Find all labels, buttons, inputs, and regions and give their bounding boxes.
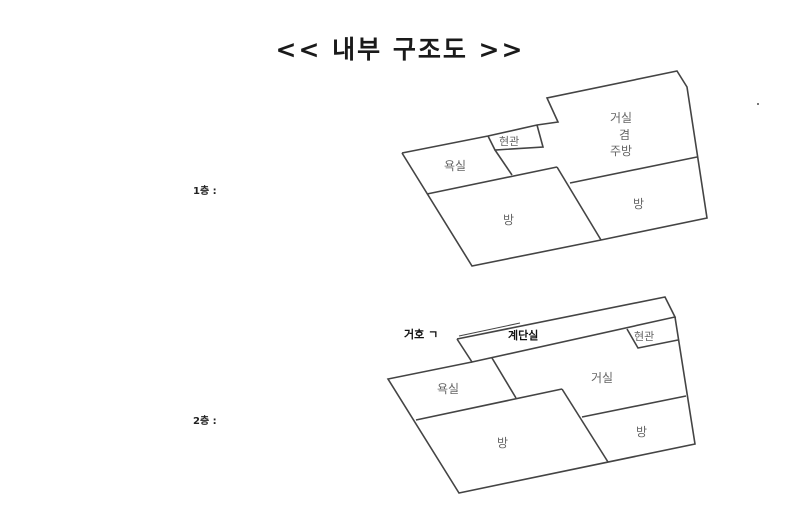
floor-1-entrance-label: 현관 <box>499 135 519 148</box>
floor-1-living-label-3: 주방 <box>610 144 632 158</box>
floor-2-stairwell-label: 계단실 <box>508 328 538 342</box>
floor-1-room-large-label: 방 <box>503 213 514 227</box>
floor-1-living-label-1: 거실 <box>610 111 632 125</box>
floor-1-living-label-2: 겸 <box>619 128 630 142</box>
floor-1-plan: 욕실 현관 거실 겸 주방 방 방 <box>401 70 708 267</box>
floor-2-small-room-top-wall <box>581 395 687 418</box>
floor-2-room-right-wall <box>561 388 609 463</box>
floor-2-label: 2층 : <box>193 416 217 427</box>
floor-1-bathroom-label: 욕실 <box>444 159 466 173</box>
stray-mark <box>757 103 759 105</box>
floor-2-entrance-wall <box>626 328 679 349</box>
floor-2-annotation-label: 거호 ㄱ <box>404 327 438 341</box>
page-title: << 내부 구조도 >> <box>275 35 525 64</box>
floor-2-plan: 거호 ㄱ 계단실 현관 거실 욕실 방 방 <box>386 296 696 494</box>
floor-1-outer-wall <box>401 70 708 267</box>
floor-2-outer-wall <box>386 316 696 494</box>
floor-2-annotation-line <box>458 322 521 337</box>
floor-2-living-label: 거실 <box>591 371 613 385</box>
floor-2-bathroom-divider <box>491 357 517 399</box>
floor-1-entrance-wall <box>487 124 545 151</box>
floor-1-room-small-label: 방 <box>633 197 644 211</box>
floor-2-entrance-label: 현관 <box>634 330 654 343</box>
floor-2-room-large-label: 방 <box>497 436 508 450</box>
floor-2-bathroom-label: 욕실 <box>437 382 459 396</box>
floor-1-small-room-top-wall <box>569 156 698 184</box>
floor-2-room-small-label: 방 <box>636 425 647 439</box>
floor-2-room-top-wall <box>415 388 563 421</box>
floor-1-bathroom-divider <box>494 149 513 176</box>
floor-1-room-top-wall <box>426 166 558 195</box>
floor-1-label: 1층 : <box>193 186 217 197</box>
floor-1-room-right-wall <box>556 166 602 241</box>
